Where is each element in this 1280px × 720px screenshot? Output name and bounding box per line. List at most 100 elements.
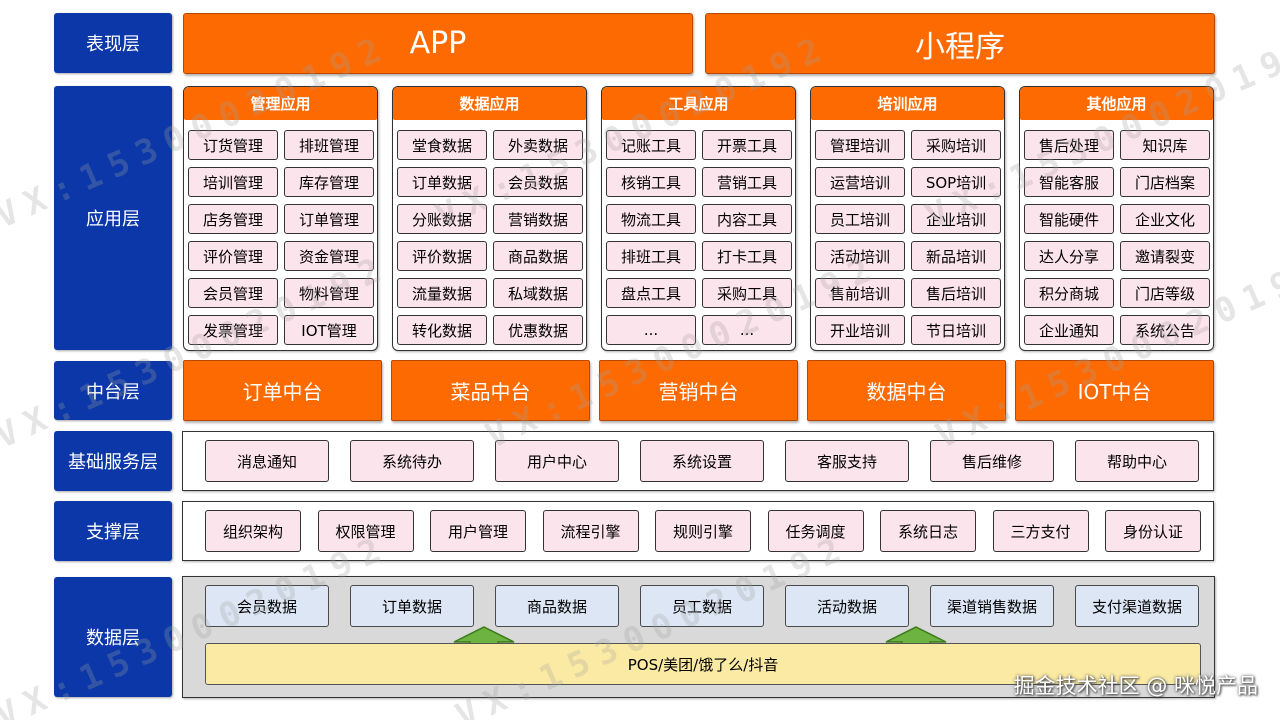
app-item: 打卡工具 (702, 241, 792, 271)
app-item: 采购培训 (911, 130, 1001, 160)
support-item: 任务调度 (767, 510, 864, 552)
app-item: 营销工具 (702, 167, 792, 197)
data-item: 支付渠道数据 (1075, 585, 1199, 627)
support-item: 权限管理 (317, 510, 414, 552)
basic-service-item: 客服支持 (785, 440, 909, 482)
app-item: 订单数据 (397, 167, 487, 197)
layer-label-application: 应用层 (54, 86, 172, 350)
app-item: 采购工具 (702, 278, 792, 308)
app-item: 门店档案 (1120, 167, 1210, 197)
app-item: 营销数据 (493, 204, 583, 234)
basic-service-item: 系统待办 (350, 440, 474, 482)
app-item: 发票管理 (188, 315, 278, 345)
data-item: 活动数据 (785, 585, 909, 627)
app-item: 记账工具 (606, 130, 696, 160)
app-item: 企业文化 (1120, 204, 1210, 234)
layer-label-middle: 中台层 (54, 361, 172, 420)
app-item: 物流工具 (606, 204, 696, 234)
basic-service-item: 系统设置 (640, 440, 764, 482)
app-item: 物料管理 (284, 278, 374, 308)
layer-label-support: 支撑层 (54, 501, 172, 561)
data-item: 订单数据 (350, 585, 474, 627)
app-item: 私域数据 (493, 278, 583, 308)
app-item: 盘点工具 (606, 278, 696, 308)
app-item: 智能硬件 (1024, 204, 1114, 234)
middle-marketing: 营销中台 (599, 360, 798, 421)
app-item: SOP培训 (911, 167, 1001, 197)
app-item: 库存管理 (284, 167, 374, 197)
app-item: 达人分享 (1024, 241, 1114, 271)
app-group-title: 管理应用 (184, 87, 377, 120)
app-item: 转化数据 (397, 315, 487, 345)
app-item: 商品数据 (493, 241, 583, 271)
app-group-title: 培训应用 (811, 87, 1004, 120)
support-item: 组织架构 (205, 510, 301, 552)
app-item: 会员管理 (188, 278, 278, 308)
data-item: 会员数据 (205, 585, 329, 627)
app-item: 员工培训 (815, 204, 905, 234)
credit-text: 掘金技术社区 @ 咪悦产品 (1013, 674, 1258, 698)
app-item: 智能客服 (1024, 167, 1114, 197)
app-item: 资金管理 (284, 241, 374, 271)
app-item: 售后培训 (911, 278, 1001, 308)
app-item: 售后处理 (1024, 130, 1114, 160)
middle-dish: 菜品中台 (391, 360, 590, 421)
support-item: 三方支付 (992, 510, 1089, 552)
app-item: 流量数据 (397, 278, 487, 308)
app-item: 节日培训 (911, 315, 1001, 345)
middle-iot: IOT中台 (1015, 360, 1214, 421)
app-item: 排班管理 (284, 130, 374, 160)
app-block: APP (183, 13, 693, 74)
app-item: 邀请裂变 (1120, 241, 1210, 271)
app-item: 核销工具 (606, 167, 696, 197)
app-item: 优惠数据 (493, 315, 583, 345)
support-item: 身份认证 (1105, 510, 1201, 552)
app-item: 知识库 (1120, 130, 1210, 160)
app-group-panel: 工具应用记账工具开票工具核销工具营销工具物流工具内容工具排班工具打卡工具盘点工具… (601, 86, 796, 351)
app-item: 企业通知 (1024, 315, 1114, 345)
data-item: 商品数据 (495, 585, 619, 627)
basic-service-item: 售后维修 (930, 440, 1054, 482)
app-item: 排班工具 (606, 241, 696, 271)
app-item: 积分商城 (1024, 278, 1114, 308)
app-item: 门店等级 (1120, 278, 1210, 308)
app-item: 订单管理 (284, 204, 374, 234)
app-item: 新品培训 (911, 241, 1001, 271)
app-item: ... (702, 315, 792, 345)
basic-service-item: 用户中心 (495, 440, 619, 482)
mini-program-block: 小程序 (705, 13, 1215, 74)
layer-label-basic: 基础服务层 (54, 431, 172, 491)
data-item: 渠道销售数据 (930, 585, 1054, 627)
support-item: 规则引擎 (655, 510, 751, 552)
support-item: 用户管理 (430, 510, 526, 552)
app-item: 分账数据 (397, 204, 487, 234)
app-group-title: 其他应用 (1020, 87, 1213, 120)
middle-data: 数据中台 (807, 360, 1006, 421)
app-item: 售前培训 (815, 278, 905, 308)
app-item: 培训管理 (188, 167, 278, 197)
app-item: 外卖数据 (493, 130, 583, 160)
app-item: 评价管理 (188, 241, 278, 271)
app-item: 店务管理 (188, 204, 278, 234)
app-item: 活动培训 (815, 241, 905, 271)
app-item: 堂食数据 (397, 130, 487, 160)
app-group-title: 数据应用 (393, 87, 586, 120)
app-group-title: 工具应用 (602, 87, 795, 120)
app-item: 内容工具 (702, 204, 792, 234)
layer-label-presentation: 表现层 (54, 13, 172, 73)
support-item: 流程引擎 (542, 510, 639, 552)
basic-service-item: 消息通知 (205, 440, 329, 482)
app-item: ... (606, 315, 696, 345)
basic-service-item: 帮助中心 (1075, 440, 1199, 482)
app-item: 系统公告 (1120, 315, 1210, 345)
app-item: IOT管理 (284, 315, 374, 345)
app-group-panel: 管理应用订货管理排班管理培训管理库存管理店务管理订单管理评价管理资金管理会员管理… (183, 86, 378, 351)
app-item: 会员数据 (493, 167, 583, 197)
app-item: 评价数据 (397, 241, 487, 271)
data-item: 员工数据 (640, 585, 764, 627)
app-item: 订货管理 (188, 130, 278, 160)
layer-label-data: 数据层 (54, 577, 172, 697)
support-item: 系统日志 (880, 510, 976, 552)
app-item: 运营培训 (815, 167, 905, 197)
